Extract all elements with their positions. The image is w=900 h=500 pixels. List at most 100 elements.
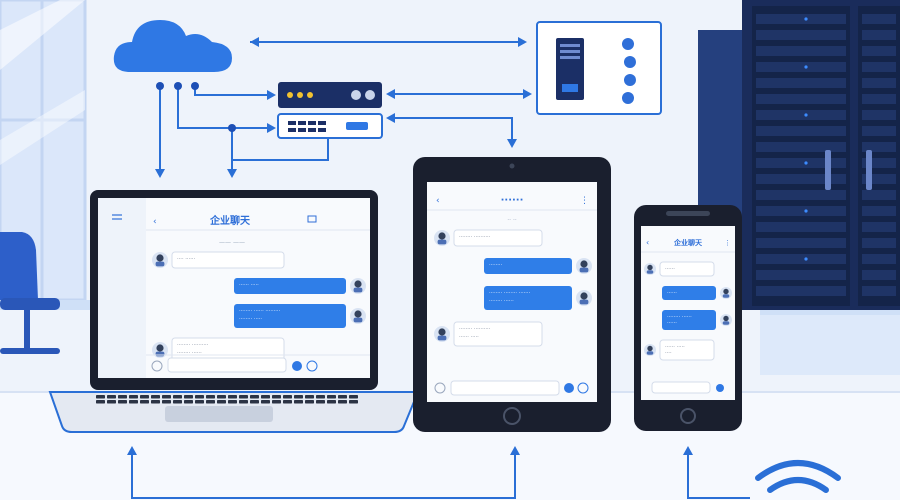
key[interactable]	[107, 395, 116, 399]
key[interactable]	[294, 395, 303, 399]
rack-unit	[862, 190, 896, 200]
rack-unit	[756, 238, 846, 248]
send-icon[interactable]	[292, 361, 302, 371]
back-arrow-icon[interactable]: ‹	[153, 217, 157, 227]
avatar	[152, 252, 168, 268]
attach-icon[interactable]	[307, 215, 317, 223]
message-text: ········ ··········	[177, 342, 209, 348]
rack-unit	[862, 62, 896, 72]
key[interactable]	[206, 400, 215, 404]
more-icon[interactable]: ⋮	[580, 196, 589, 206]
key[interactable]	[195, 400, 204, 404]
touchpad[interactable]	[165, 406, 273, 422]
key[interactable]	[173, 400, 182, 404]
message-text: ······ ·····	[665, 344, 685, 350]
key[interactable]	[162, 395, 171, 399]
key[interactable]	[272, 400, 281, 404]
tablet-time-label: ·· ··	[507, 217, 517, 224]
key[interactable]	[327, 400, 336, 404]
rack-unit	[756, 78, 846, 88]
more-icon[interactable]: ⋮	[724, 239, 731, 247]
key[interactable]	[96, 400, 105, 404]
key[interactable]	[250, 400, 259, 404]
key[interactable]	[327, 395, 336, 399]
key[interactable]	[129, 400, 138, 404]
rack-unit	[862, 222, 896, 232]
phone-message-list: ···················· ·················· …	[644, 261, 732, 361]
outgoing-bubble	[484, 258, 572, 274]
key[interactable]	[349, 395, 358, 399]
emoji-icon[interactable]	[151, 360, 163, 372]
rack-unit	[756, 30, 846, 40]
key[interactable]	[151, 395, 160, 399]
laptop-time-label: —— ——	[219, 239, 245, 246]
key[interactable]	[338, 395, 347, 399]
key[interactable]	[283, 400, 292, 404]
connection-dots	[156, 82, 236, 132]
key[interactable]	[316, 400, 325, 404]
home-button[interactable]	[503, 407, 521, 425]
key[interactable]	[184, 395, 193, 399]
key[interactable]	[206, 395, 215, 399]
key[interactable]	[349, 400, 358, 404]
key[interactable]	[184, 400, 193, 404]
laptop-chat-title: 企业聊天	[209, 214, 251, 227]
message-row: ······	[644, 261, 715, 277]
key[interactable]	[151, 400, 160, 404]
message-row: ······ ·····	[234, 278, 366, 294]
message-row: ···· ······	[152, 251, 285, 269]
key[interactable]	[140, 395, 149, 399]
tablet-message-input[interactable]	[450, 380, 560, 396]
cloud-icon	[113, 20, 232, 72]
key[interactable]	[261, 395, 270, 399]
key[interactable]	[261, 400, 270, 404]
rack-unit	[756, 142, 846, 152]
avatar	[152, 342, 168, 358]
rack-unit	[756, 158, 846, 168]
more-icon[interactable]	[306, 360, 318, 372]
key[interactable]	[118, 395, 127, 399]
key[interactable]	[118, 400, 127, 404]
key[interactable]	[217, 395, 226, 399]
key[interactable]	[195, 395, 204, 399]
message-text: ····	[665, 350, 672, 356]
attach-icon[interactable]	[577, 382, 589, 394]
key[interactable]	[250, 395, 259, 399]
message-text: ········ ·····	[239, 316, 262, 322]
key[interactable]	[305, 395, 314, 399]
emoji-icon[interactable]	[434, 382, 446, 394]
key[interactable]	[338, 400, 347, 404]
send-icon[interactable]	[564, 383, 574, 393]
key[interactable]	[239, 400, 248, 404]
key[interactable]	[228, 395, 237, 399]
send-icon[interactable]	[716, 384, 724, 392]
home-button[interactable]	[680, 408, 696, 424]
menu-icon[interactable]	[112, 214, 122, 220]
key[interactable]	[173, 395, 182, 399]
rack-led	[804, 113, 808, 117]
key[interactable]	[96, 395, 105, 399]
key[interactable]	[162, 400, 171, 404]
key[interactable]	[239, 395, 248, 399]
key[interactable]	[140, 400, 149, 404]
key[interactable]	[272, 395, 281, 399]
back-arrow-icon[interactable]: ‹	[436, 196, 440, 206]
outgoing-bubble	[484, 286, 572, 310]
key[interactable]	[129, 395, 138, 399]
message-text: ········	[489, 262, 503, 268]
laptop-message-input[interactable]	[167, 357, 287, 373]
key[interactable]	[305, 400, 314, 404]
phone-chat-title: 企业聊天	[673, 238, 703, 247]
key[interactable]	[107, 400, 116, 404]
rack-unit	[756, 126, 846, 136]
avatar	[576, 290, 592, 306]
back-arrow-icon[interactable]: ‹	[646, 238, 649, 247]
key[interactable]	[283, 395, 292, 399]
phone-message-input[interactable]	[651, 381, 711, 394]
key[interactable]	[228, 400, 237, 404]
key[interactable]	[294, 400, 303, 404]
key[interactable]	[316, 395, 325, 399]
key[interactable]	[217, 400, 226, 404]
keyboard	[96, 395, 358, 404]
rack-unit	[756, 14, 846, 24]
